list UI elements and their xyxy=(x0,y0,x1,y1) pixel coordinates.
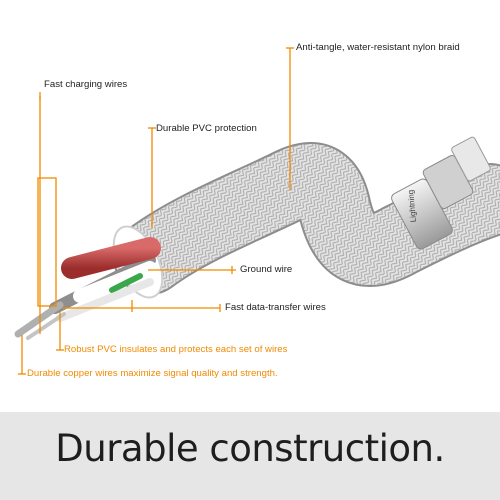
copper-wires-label: Durable copper wires maximize signal qua… xyxy=(27,368,278,379)
lightning-connector: Lightning xyxy=(391,136,491,250)
pvc-protection-label: Durable PVC protection xyxy=(156,123,257,134)
headline-banner xyxy=(0,412,500,500)
robust-pvc-label: Robust PVC insulates and protects each s… xyxy=(64,344,288,355)
inner-wires xyxy=(14,237,161,340)
fast-charging-label: Fast charging wires xyxy=(44,79,128,90)
headline-text: Durable construction. xyxy=(55,427,445,470)
ground-wire-label: Ground wire xyxy=(240,264,293,275)
nylon-braid-label: Anti-tangle, water-resistant nylon braid xyxy=(296,42,460,53)
callout-lines xyxy=(18,47,294,375)
data-wires-label: Fast data-transfer wires xyxy=(225,302,326,313)
connector-brand-text: Lightning xyxy=(406,189,418,222)
